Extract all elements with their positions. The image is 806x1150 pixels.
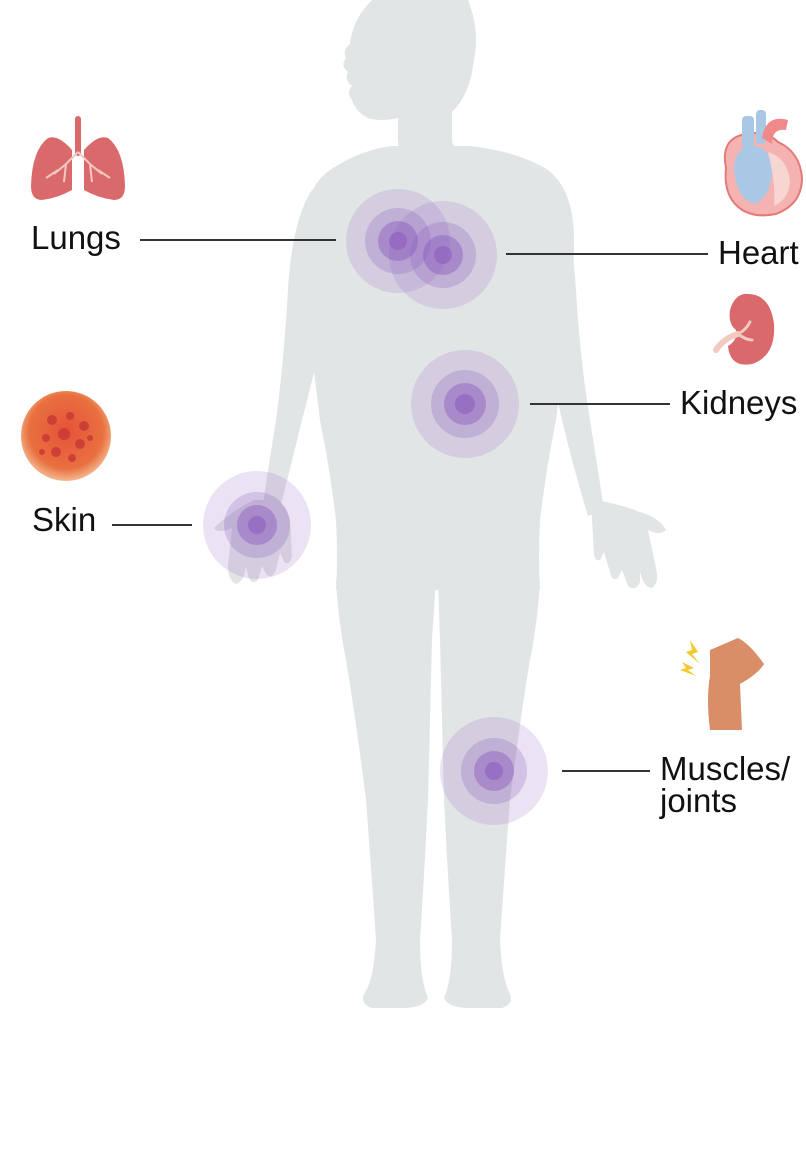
muscles-joints-label: Muscles/ joints [660, 753, 790, 817]
muscles-label-line2: joints [660, 785, 790, 817]
lungs-icon [28, 116, 128, 206]
pain-spark-icon [680, 640, 700, 676]
skin-label: Skin [32, 504, 96, 536]
lungs-label: Lungs [31, 222, 121, 254]
heart-icon [716, 108, 806, 218]
heart-label: Heart [718, 237, 799, 269]
kidneys-marker [411, 350, 519, 458]
kidneys-label: Kidneys [680, 387, 797, 419]
muscles-marker [440, 717, 548, 825]
skin-marker [203, 471, 311, 579]
knee-joint-pain-icon [676, 638, 768, 732]
skin-rash-icon [18, 390, 114, 486]
muscles-label-line1: Muscles/ [660, 753, 790, 785]
heart-marker [389, 201, 497, 309]
kidney-icon [708, 290, 778, 370]
